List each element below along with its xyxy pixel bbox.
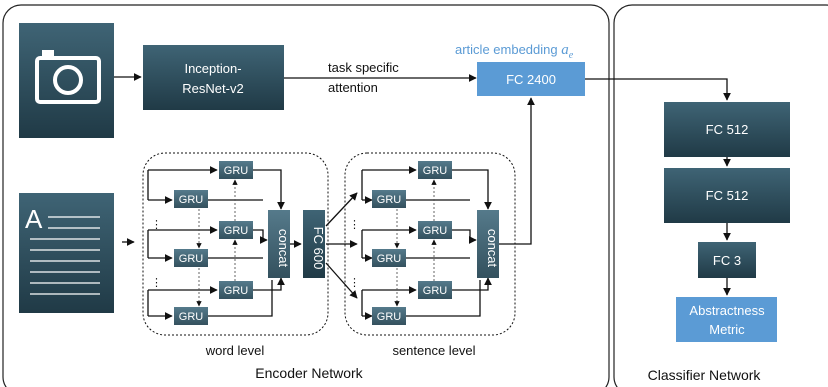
gru-label: GRU [377,194,402,206]
gru-label: GRU [179,311,204,323]
gru-cell [174,249,208,267]
gru-label: GRU [224,285,249,297]
gru-cell [418,221,452,239]
gru-cell [372,190,406,208]
gru-cell [174,190,208,208]
camera-icon [19,23,114,138]
fc3-label: FC 3 [713,253,741,268]
gru-label: GRU [423,225,448,237]
fc600-fanout-arrows [325,192,358,299]
sentence-concat-label: concat [485,229,500,268]
inception-resnet-box: Inception- ResNet-v2 [143,45,284,110]
embedding-label: article embedding ae [455,42,574,61]
gru-cell [372,249,406,267]
fc2400-box: FC 2400 [477,62,585,96]
gru-label: GRU [224,225,249,237]
gru-label: GRU [179,194,204,206]
sentence-level-label: sentence level [392,343,475,358]
sentence-gru-cells: GRU GRU GRU GRU GRU GRU [372,161,452,325]
classifier-fc512-1: FC 512 [664,102,790,157]
word-ellipsis-1: ⋮ [151,219,162,231]
gru-cell [219,281,253,299]
word-concat-box: concat [268,210,291,278]
gru-label: GRU [377,311,402,323]
word-gru-cells: GRU GRU GRU GRU GRU GRU [174,161,253,325]
abstractness-metric-box: Abstractness Metric [676,297,777,342]
document-icon: A [19,193,114,313]
attention-label-1: task specific [328,60,399,75]
word-level-label: word level [205,343,265,358]
classifier-fc3: FC 3 [698,242,756,278]
embed-to-classifier-arrow [585,78,731,101]
fc512-1-label: FC 512 [706,122,749,137]
classifier-fc512-2: FC 512 [664,168,790,223]
gru-cell [418,281,452,299]
gru-cell [418,161,452,179]
output-label-1: Abstractness [689,303,765,318]
sentence-gru-connectors [361,166,492,320]
attention-label-2: attention [328,80,378,95]
gru-label: GRU [377,253,402,265]
gru-label: GRU [179,253,204,265]
gru-cell [372,307,406,325]
sentence-ellipsis-2: ⋮ [349,277,360,289]
gru-cell [219,221,253,239]
encoder-network-title: Encoder Network [255,365,363,381]
word-gru-connectors [147,166,285,320]
gru-cell [174,307,208,325]
word-ellipsis-2: ⋮ [151,277,162,289]
inception-label-2: ResNet-v2 [182,81,243,96]
fc2400-label: FC 2400 [506,72,556,87]
sentence-concat-box: concat [477,210,500,278]
fc512-2-label: FC 512 [706,188,749,203]
gru-label: GRU [423,285,448,297]
gru-label: GRU [224,165,249,177]
sentence-ellipsis-1: ⋮ [349,219,360,231]
word-concat-label: concat [276,229,291,268]
concat-to-embedding-arrow [499,97,535,245]
fc600-label: FC 600 [311,227,326,270]
classifier-network-title: Classifier Network [648,367,762,383]
fc600-box: FC 600 [303,210,326,278]
gru-cell [219,161,253,179]
gru-label: GRU [423,165,448,177]
inception-label-1: Inception- [184,61,241,76]
document-letter: A [25,204,43,234]
output-label-2: Metric [709,322,745,337]
